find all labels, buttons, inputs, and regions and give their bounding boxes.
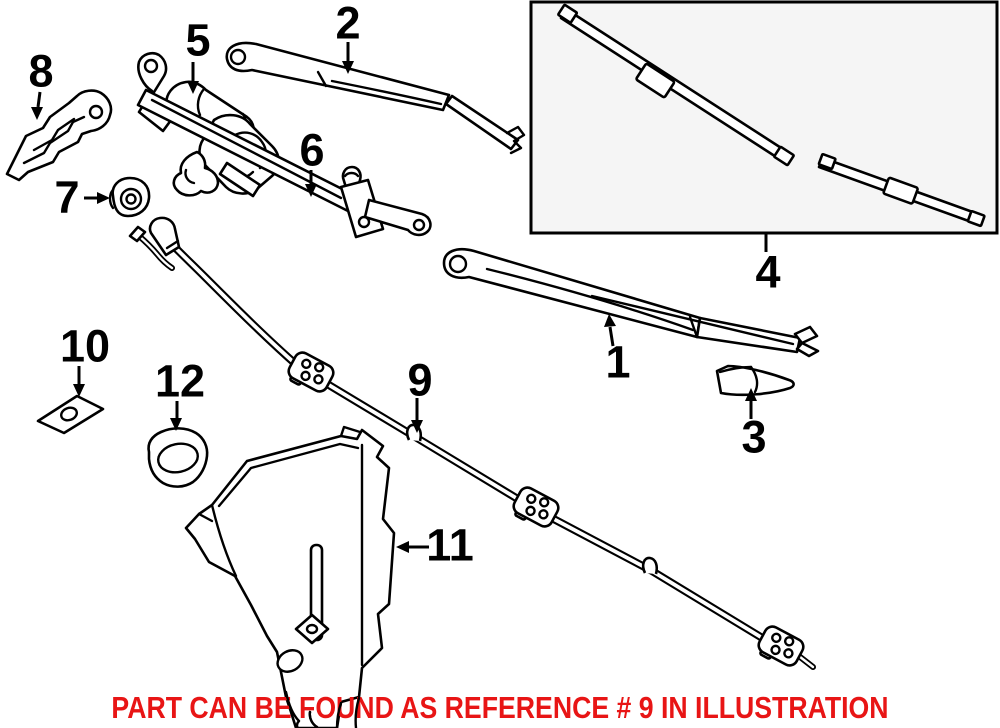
callout-11: 11 xyxy=(426,519,474,571)
wiper-linkage xyxy=(136,88,432,239)
callout-arrow-8 xyxy=(31,91,43,120)
washer-nozzle xyxy=(287,351,335,393)
washer-nozzle xyxy=(757,625,816,670)
inset-box xyxy=(529,0,999,252)
callout-3: 3 xyxy=(741,411,767,463)
callout-arrows xyxy=(31,42,757,553)
reservoir-grommet xyxy=(147,427,209,488)
pivot-bushing xyxy=(108,176,151,218)
callout-arrow-3 xyxy=(745,388,757,419)
callout-arrow-12 xyxy=(170,401,182,431)
hose-tee xyxy=(641,556,659,575)
callout-2: 2 xyxy=(335,0,361,49)
callout-arrow-5 xyxy=(187,62,199,94)
callout-1: 1 xyxy=(605,336,631,388)
callout-arrow-6 xyxy=(305,170,317,197)
callout-7: 7 xyxy=(54,171,80,223)
washer-reservoir xyxy=(184,425,396,728)
hose-connector-small xyxy=(128,225,147,243)
callout-8: 8 xyxy=(28,45,54,97)
callout-9: 9 xyxy=(407,354,433,406)
washer-hose-assembly xyxy=(128,216,816,670)
callout-5: 5 xyxy=(185,14,211,66)
wiper-arm-lower xyxy=(442,247,820,358)
mounting-pad xyxy=(36,394,105,435)
callout-4: 4 xyxy=(755,246,781,298)
callout-arrow-11 xyxy=(396,541,429,553)
notice-text: PART CAN BE FOUND AS REFERENCE # 9 IN IL… xyxy=(111,690,889,725)
callout-arrow-2 xyxy=(342,42,354,74)
wiper-arm-upper xyxy=(225,41,526,155)
wiper-blade-short xyxy=(817,152,986,228)
callout-6: 6 xyxy=(299,124,325,176)
callout-arrow-1 xyxy=(604,314,616,347)
callout-arrow-10 xyxy=(73,366,85,397)
wiper-blade-long xyxy=(557,3,795,167)
callout-10: 10 xyxy=(59,320,111,372)
callout-12: 12 xyxy=(154,355,206,407)
callout-arrow-7 xyxy=(84,192,110,204)
mounting-bracket xyxy=(5,89,113,182)
washer-nozzle xyxy=(512,486,560,528)
callout-arrow-9 xyxy=(411,398,423,433)
wiper-arm-end-cap xyxy=(715,364,795,397)
